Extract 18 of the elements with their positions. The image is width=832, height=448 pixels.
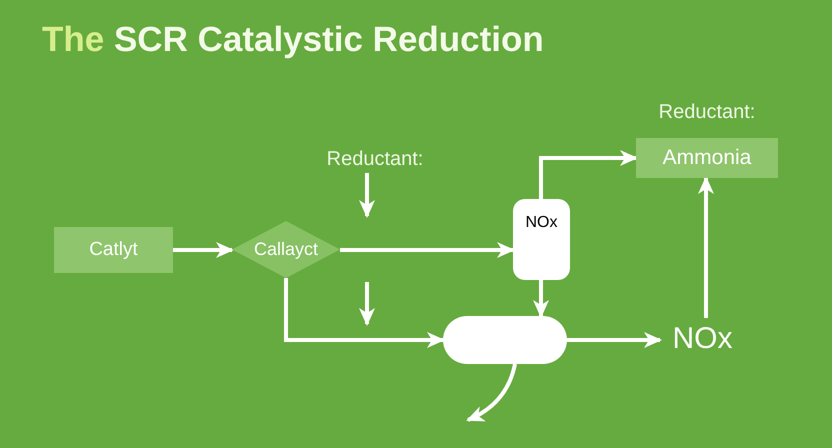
rounded-box: NOx: [513, 199, 570, 280]
arrow: [340, 242, 515, 258]
output-label: NOx: [660, 318, 745, 358]
arrow: [539, 150, 638, 199]
process-box: Catlyt: [54, 227, 173, 273]
pill-shape: [443, 316, 567, 364]
arrow: [466, 364, 517, 422]
arrow: [284, 278, 445, 348]
arrow: [173, 242, 234, 258]
node-heading: Reductant:: [658, 100, 756, 125]
arrow: [359, 173, 375, 218]
process-box: Ammonia: [636, 138, 778, 178]
arrow: [533, 280, 549, 318]
arrow: [698, 176, 714, 318]
arrow: [567, 332, 662, 348]
title: The SCR Catalystic Reduction: [42, 19, 544, 61]
input-label: Reductant:: [310, 145, 440, 173]
diamond-label: Callayct: [254, 238, 318, 261]
